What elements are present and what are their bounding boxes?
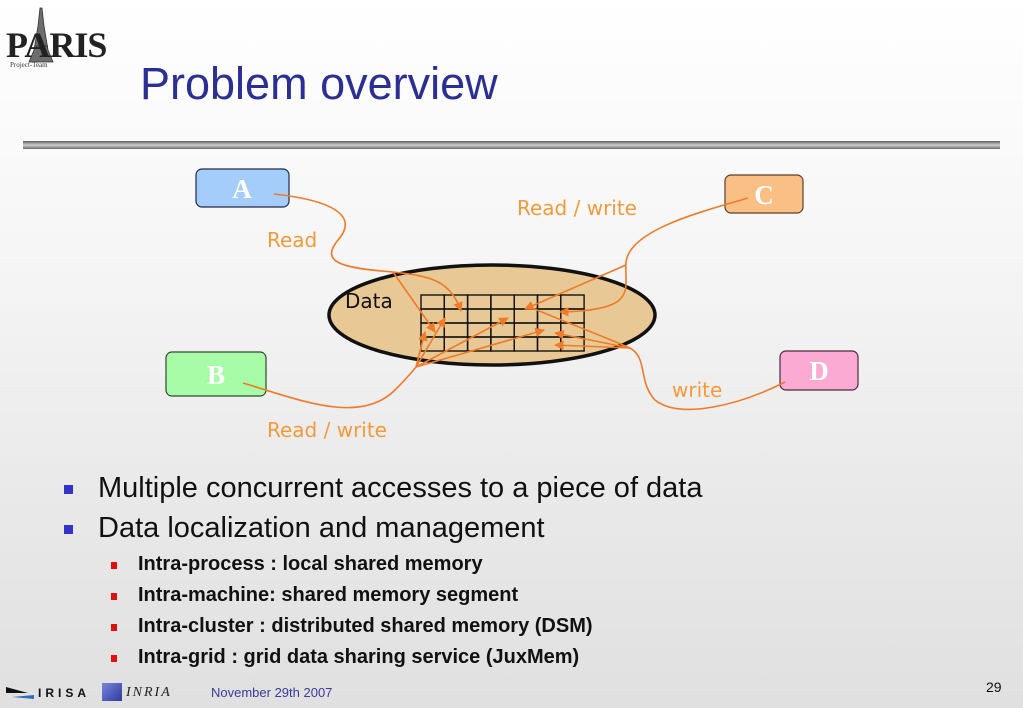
node-d[interactable]: D (779, 350, 859, 391)
sub-bullet-text: Intra-cluster : distributed shared memor… (138, 615, 593, 637)
node-c[interactable]: C (724, 174, 804, 214)
edge-a-read-2 (392, 271, 436, 333)
bullet-text: Multiple concurrent accesses to a piece … (98, 472, 703, 504)
edge-b-arrow-2 (415, 317, 446, 368)
bullet-text: Data localization and management (98, 512, 545, 544)
bullet-item: Multiple concurrent accesses to a piece … (62, 470, 703, 510)
sub-bullet-square-icon (111, 655, 117, 662)
sub-bullet-item: Intra-process : local shared memory (108, 550, 593, 581)
logo-text: PARIS (6, 25, 107, 65)
edge-label-write: write (672, 378, 722, 402)
logo-subtitle: Project-Team (10, 61, 48, 69)
edge-b-arrow-3 (415, 317, 509, 368)
inria-logo: INRIA (102, 683, 192, 703)
page-number: 29 (986, 679, 1002, 695)
edge-d-write-3 (554, 340, 631, 351)
irisa-arrow-icon (6, 687, 34, 699)
node-b-label: B (207, 360, 225, 390)
bullet-square-icon (64, 525, 73, 534)
bullet-item: Data localization and management (62, 510, 703, 550)
data-ellipse (327, 263, 657, 367)
edge-label-b-read-write: Read / write (267, 418, 387, 442)
edge-c-rw-2 (524, 264, 627, 310)
bullet-square-icon (64, 485, 73, 494)
data-access-diagram: Data A B C D Read Read / wri (165, 168, 859, 442)
inria-emblem-icon (102, 683, 122, 701)
slide-title: Problem overview (140, 58, 498, 109)
node-a-label: A (232, 174, 252, 204)
eiffel-tower-icon (28, 7, 54, 63)
node-c-label: C (754, 180, 774, 210)
edge-b-rw (242, 366, 417, 409)
sub-bullet-text: Intra-machine: shared memory segment (138, 584, 519, 606)
sub-bullet-item: Intra-grid : grid data sharing service (… (108, 643, 593, 674)
data-label: Data (345, 289, 393, 313)
node-a[interactable]: A (195, 168, 290, 208)
sub-bullet-list: Intra-process : local shared memory Intr… (108, 550, 593, 674)
irisa-text: IRISA (38, 686, 91, 700)
footer-date: November 29th 2007 (211, 685, 333, 700)
sub-bullet-square-icon (111, 562, 117, 569)
irisa-logo: IRISA (6, 683, 96, 703)
edge-a-read-1 (273, 193, 463, 312)
sub-bullet-square-icon (111, 593, 117, 600)
node-d-label: D (809, 356, 829, 386)
edge-label-read: Read (267, 228, 317, 252)
inria-text: INRIA (126, 685, 172, 700)
sub-bullet-item: Intra-cluster : distributed shared memor… (108, 612, 593, 643)
data-grid (420, 294, 585, 352)
sub-bullet-square-icon (111, 624, 117, 631)
sub-bullet-text: Intra-process : local shared memory (138, 553, 483, 575)
edge-c-rw-1 (559, 197, 749, 317)
edge-d-write-2 (554, 329, 631, 349)
edge-b-arrow-1 (415, 331, 428, 368)
bullet-list: Multiple concurrent accesses to a piece … (62, 470, 703, 550)
edge-d-write-1 (529, 306, 786, 411)
sub-bullet-item: Intra-machine: shared memory segment (108, 581, 593, 612)
node-b[interactable]: B (165, 351, 267, 397)
sub-bullet-text: Intra-grid : grid data sharing service (… (138, 646, 580, 668)
title-divider (23, 141, 1000, 149)
edge-label-c-read-write: Read / write (517, 196, 637, 220)
paris-logo: PARIS Project-Team (4, 6, 114, 69)
edge-b-arrow-4 (415, 327, 545, 368)
